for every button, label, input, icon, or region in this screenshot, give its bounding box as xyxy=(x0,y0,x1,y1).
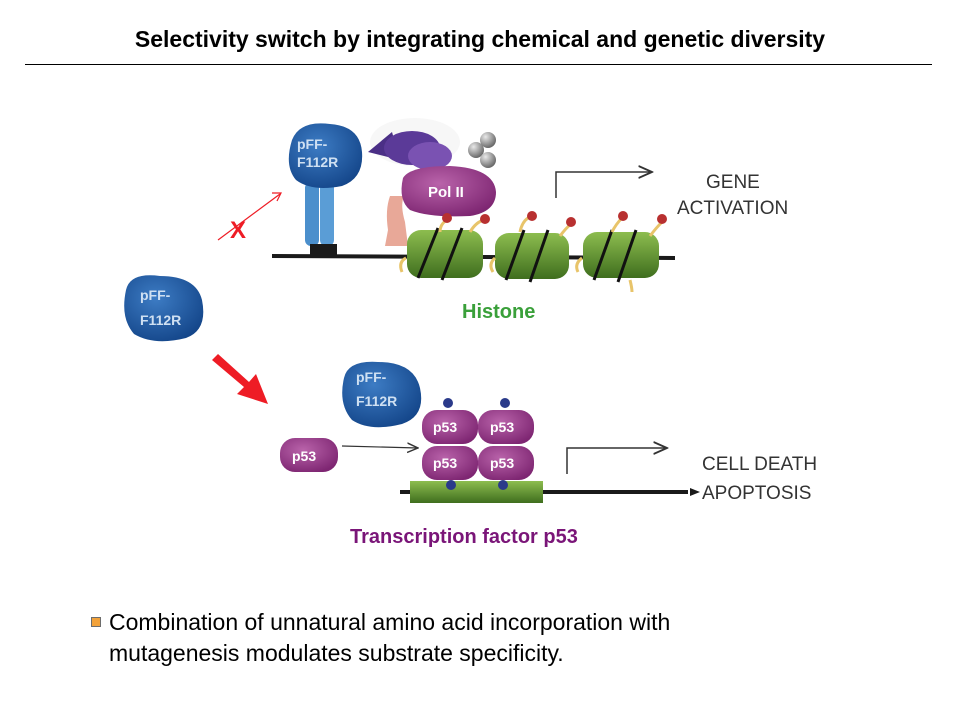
nucleosome-3 xyxy=(575,211,667,293)
blocked-path: X xyxy=(217,192,282,244)
cell-death-label-1: CELL DEATH xyxy=(702,454,817,475)
enzyme-blob-p53: pFF- F112R xyxy=(342,361,422,428)
tf-p53-label: Transcription factor p53 xyxy=(350,526,578,548)
bullet-marker xyxy=(91,617,101,627)
p53-monomer-label: p53 xyxy=(292,448,316,464)
enzyme-label-free-2: F112R xyxy=(140,312,181,328)
title-divider xyxy=(25,64,932,65)
reader-protein xyxy=(305,182,337,258)
gene-activation-label-1: GENE xyxy=(706,172,760,193)
enzyme-blob-top: pFF- F112R xyxy=(288,123,363,188)
slide-title: Selectivity switch by integrating chemic… xyxy=(134,26,826,52)
response-element xyxy=(410,481,543,503)
enzyme-label-free-1: pFF- xyxy=(140,287,171,303)
transcription-arrow-top xyxy=(555,172,652,198)
blocked-x-mark: X xyxy=(230,217,246,244)
enzyme-blob-free: pFF- F112R xyxy=(124,275,204,342)
p53-monomer: p53 xyxy=(280,438,338,472)
p53-panel: pFF- F112R p53 p53 p53 p53 p53 C xyxy=(280,361,817,548)
enzyme-label-p53-1: pFF- xyxy=(356,369,387,385)
p53-tetramer-label-4: p53 xyxy=(490,455,514,471)
p53-tetramer: p53 p53 p53 p53 xyxy=(422,398,534,490)
histone-label: Histone xyxy=(462,301,535,323)
summary-bullet: Combination of unnatural amino acid inco… xyxy=(91,607,911,669)
redirect-arrow xyxy=(212,354,268,404)
cell-death-label-2: APOPTOSIS xyxy=(702,483,811,504)
enzyme-label-top-2: F112R xyxy=(297,154,338,170)
transcription-arrow-bottom xyxy=(566,448,667,474)
nucleosome-1 xyxy=(399,213,490,281)
gene-activation-label-2: ACTIVATION xyxy=(677,198,788,219)
p53-tetramer-label-1: p53 xyxy=(433,419,457,435)
p53-tetramer-label-3: p53 xyxy=(433,455,457,471)
p53-tetramer-label-2: p53 xyxy=(490,419,514,435)
chromatin-panel: pFF- F112R Pol II xyxy=(271,118,788,323)
bullet-line-2: mutagenesis modulates substrate specific… xyxy=(109,640,564,666)
nucleosome-2 xyxy=(489,211,576,283)
p53-binding-arrow xyxy=(341,446,418,448)
enzyme-label-p53-2: F112R xyxy=(356,393,397,409)
enzyme-label-top-1: pFF- xyxy=(297,136,328,152)
pol-ii-complex: Pol II xyxy=(368,118,496,246)
bullet-text: Combination of unnatural amino acid inco… xyxy=(109,607,911,669)
pol-ii-label: Pol II xyxy=(428,184,464,201)
bullet-line-1: Combination of unnatural amino acid inco… xyxy=(109,609,671,635)
